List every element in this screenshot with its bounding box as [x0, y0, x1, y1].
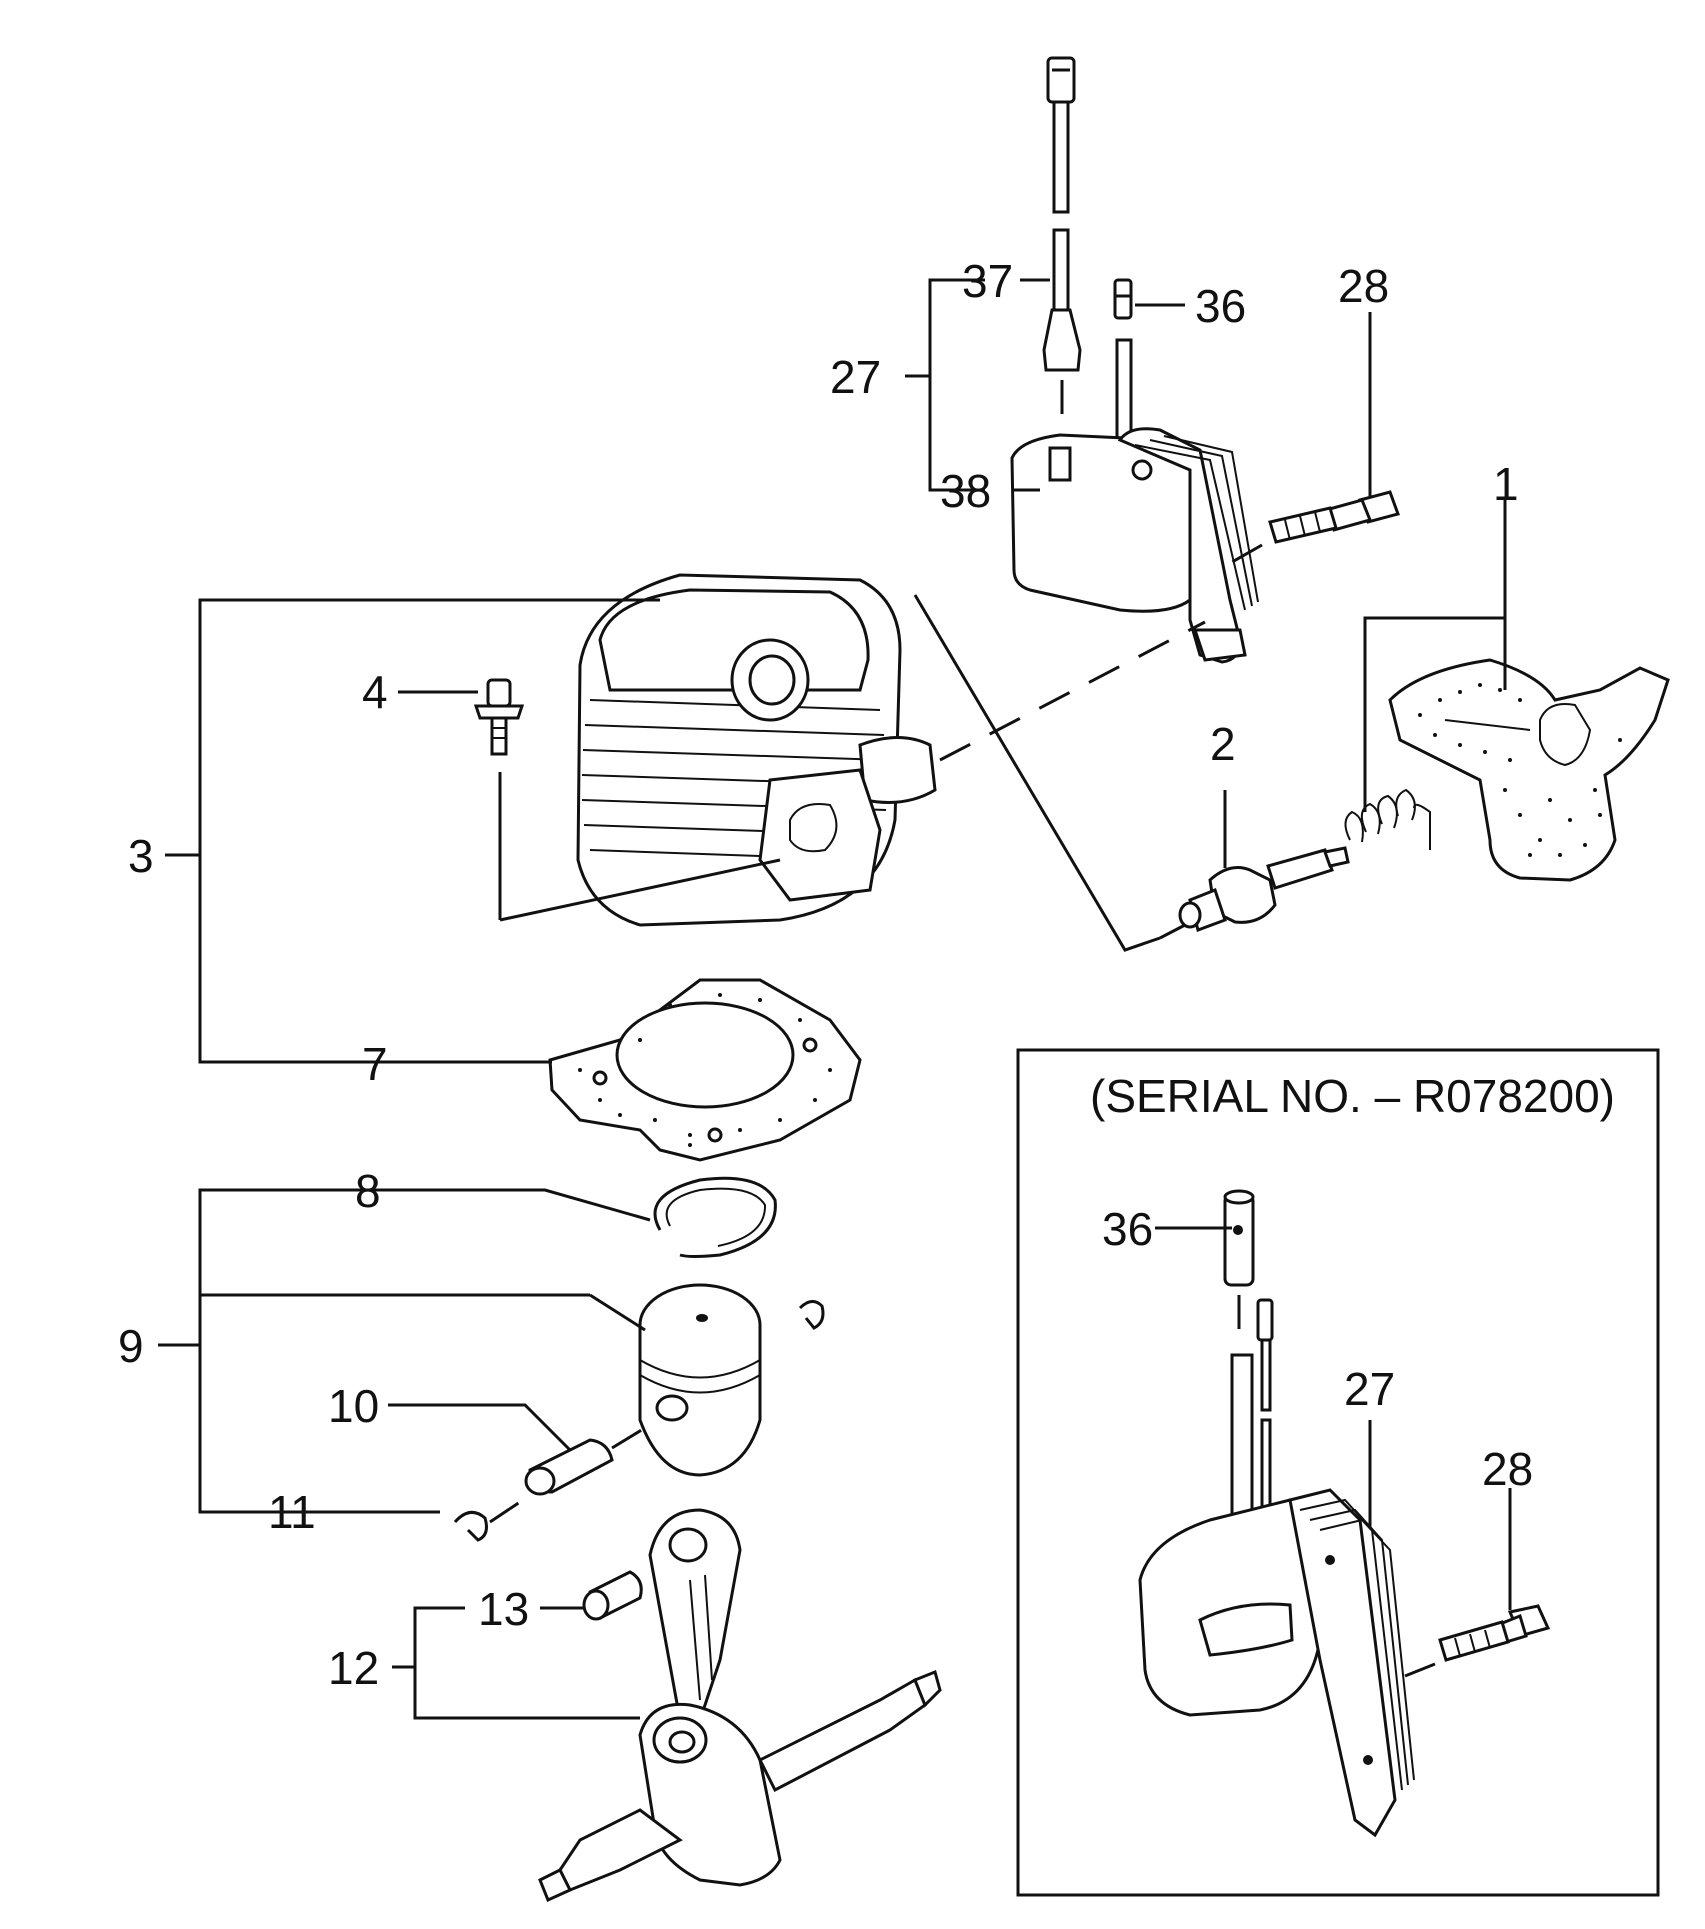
callout-38: 38: [940, 465, 991, 517]
inset-wire-clip: [1223, 1189, 1255, 1340]
spark-plug-boot: [1388, 658, 1670, 882]
callout-11: 11: [268, 1486, 316, 1538]
callout-8: 8: [355, 1165, 381, 1217]
callout-3: 3: [128, 830, 154, 882]
callout-37: 37: [962, 255, 1013, 307]
callout-9: 9: [118, 1320, 144, 1372]
piston-pin: [524, 1418, 659, 1496]
spark-plug-wire: [1042, 56, 1082, 430]
inset-spark-plug-wire: [1256, 1298, 1274, 1512]
callout-7: 7: [362, 1038, 388, 1090]
piston-pin-circlip: [453, 1500, 521, 1542]
crankshaft: [538, 1508, 942, 1903]
serial-inset: [1016, 1048, 1660, 1897]
piston-ring: [653, 1176, 777, 1258]
callout-10: 10: [328, 1380, 379, 1432]
inset-caption: (SERIAL NO. – R078200): [1090, 1070, 1615, 1122]
callout-28: 28: [1338, 260, 1389, 312]
coil-bolt: [1224, 490, 1400, 568]
callout-1: 1: [1493, 458, 1519, 510]
needle-bearing: [582, 1570, 643, 1621]
cylinder: [576, 573, 937, 927]
inset-coil-bolt: [1404, 1604, 1551, 1678]
cylinder-screw: [473, 678, 525, 756]
inset-callout-28: 28: [1482, 1443, 1533, 1495]
ignition-coil: [1010, 427, 1259, 664]
wire-clip: [1113, 278, 1133, 452]
inset-callout-36: 36: [1102, 1203, 1153, 1255]
callout-27: 27: [830, 351, 881, 403]
callout-labels: 1 2 3 4 7 8 9 10 11 12 13 27 28 36 37 38…: [118, 255, 1615, 1694]
piston: [638, 1283, 825, 1477]
callout-36: 36: [1195, 280, 1246, 332]
cylinder-gasket: [548, 978, 862, 1162]
callout-4: 4: [362, 666, 388, 718]
leader-lines: [158, 278, 1507, 1720]
callout-13: 13: [478, 1583, 529, 1635]
callout-12: 12: [328, 1642, 379, 1694]
inset-callout-27: 27: [1344, 1363, 1395, 1415]
inset-ignition-coil: [1138, 1353, 1415, 1838]
spark-plug-spring: [1344, 788, 1431, 850]
callout-2: 2: [1210, 718, 1236, 770]
spark-plug: [1178, 846, 1350, 932]
